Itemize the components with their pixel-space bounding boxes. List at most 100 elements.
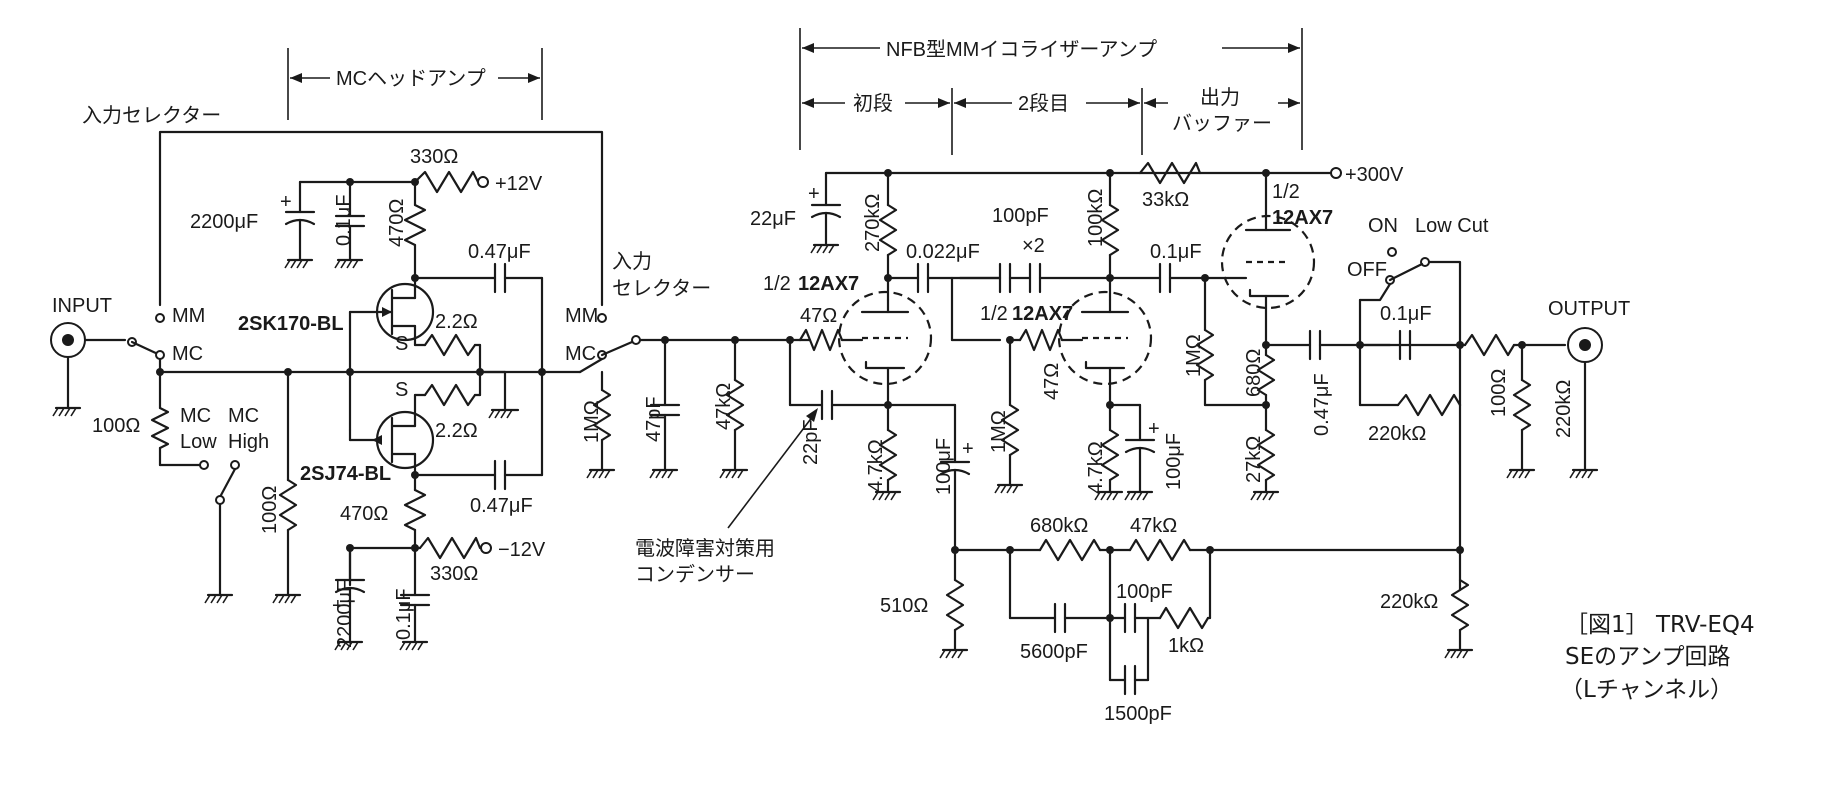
r1m-in-label: 1MΩ xyxy=(581,400,603,443)
r270k-label: 270kΩ xyxy=(862,194,884,252)
output-buffer-label-1: 出力 xyxy=(1200,86,1240,109)
r680k-label: 680kΩ xyxy=(1030,515,1088,537)
r330-bot-label: 330Ω xyxy=(430,563,478,585)
r47-g1-label: 47Ω xyxy=(800,305,837,327)
mid-selector: MM MC 1MΩ 47pF 47kΩ xyxy=(540,305,812,479)
mc-label: MC xyxy=(172,343,203,365)
off-label: OFF xyxy=(1347,259,1387,281)
caption-line3: （Lチャンネル） xyxy=(1560,677,1733,703)
input-selector-top-label: 入力セレクター xyxy=(82,104,221,127)
v1-label-b: 12AX7 xyxy=(798,273,859,295)
r22-top-label: 2.2Ω xyxy=(435,311,478,333)
c047-top-label: 0.47μF xyxy=(468,241,531,263)
first-stage: +300V 33kΩ + 22μF 270kΩ 0.022μF 1/2 12AX… xyxy=(635,161,1404,659)
c2200-bot-label: 2200μF xyxy=(334,580,356,648)
input-label: INPUT xyxy=(52,295,112,317)
pos12v-label: +12V xyxy=(495,173,543,195)
c100p-x2-label: 100pF xyxy=(992,205,1049,227)
output-label: OUTPUT xyxy=(1548,298,1630,320)
output-buffer-label-2: バッファー xyxy=(1172,113,1272,135)
emi-cap-label-2: コンデンサー xyxy=(635,563,755,586)
r47k-in-label: 47kΩ xyxy=(713,383,735,430)
c01-out-label: 0.1μF xyxy=(1380,303,1432,325)
input-section: INPUT MM MC 100Ω MC Low MC High xyxy=(50,295,544,604)
r47-g2-label: 47Ω xyxy=(1041,363,1063,400)
v3-label-a: 1/2 xyxy=(1272,181,1300,203)
s1-label: S xyxy=(395,333,408,355)
c100p-fb-label: 100pF xyxy=(1116,581,1173,603)
r100-gnd-label: 100Ω xyxy=(259,486,281,534)
r1m-g2-label: 1MΩ xyxy=(988,410,1010,453)
input-selector-mid-label-1: 入力 xyxy=(612,250,652,273)
c2200-bot-plus: + xyxy=(332,595,344,617)
r100-input-label: 100Ω xyxy=(92,415,140,437)
input-selector: 入力セレクター 入力 セレクター xyxy=(82,104,711,307)
c22p-label: 22pF xyxy=(800,419,822,465)
c2200-top-label: 2200μF xyxy=(190,211,258,233)
r220k-fb-label: 220kΩ xyxy=(1380,591,1438,613)
s2-label: S xyxy=(395,379,408,401)
mc-low-label-2: Low xyxy=(180,431,217,453)
c01-bot-label: 0.1μF xyxy=(393,588,415,640)
mc2-label: MC xyxy=(565,343,596,365)
emi-cap-label-1: 電波障害対策用 xyxy=(635,537,775,560)
r33k-label: 33kΩ xyxy=(1142,189,1189,211)
r27k-label: 27kΩ xyxy=(1243,436,1265,483)
v2-label-b: 12AX7 xyxy=(1012,303,1073,325)
hv-label: +300V xyxy=(1345,164,1404,186)
r470-bot-label: 470Ω xyxy=(340,503,388,525)
r680-label: 680Ω xyxy=(1243,349,1265,397)
caption-line1: ［図1］ TRV-EQ4 xyxy=(1565,612,1755,638)
c22u-plus: + xyxy=(808,183,820,205)
section-brackets: MCヘッドアンプ NFB型MMイコライザーアンプ 初段 2段目 出力 バッファー xyxy=(287,28,1303,155)
input-selector-mid-label-2: セレクター xyxy=(612,277,711,300)
c01-top-label: 0.1μF xyxy=(333,194,355,246)
v1-label-a: 1/2 xyxy=(763,273,791,295)
c100u-1-label: 100μF xyxy=(933,438,955,495)
r47k-k2-label: 4.7kΩ xyxy=(1085,441,1107,494)
c22u-label: 22μF xyxy=(750,208,796,230)
mm-label: MM xyxy=(172,305,205,327)
r220k-lc-label: 220kΩ xyxy=(1368,423,1426,445)
mc-high-label-1: MC xyxy=(228,405,259,427)
first-stage-label: 初段 xyxy=(853,92,893,115)
c01-mid-label: 0.1μF xyxy=(1150,241,1202,263)
r330-top-label: 330Ω xyxy=(410,146,458,168)
v2-label-a: 1/2 xyxy=(980,303,1008,325)
c5600p-label: 5600pF xyxy=(1020,641,1088,663)
mc-head-amp-label: MCヘッドアンプ xyxy=(336,68,486,90)
second-stage: 100pF ×2 100kΩ 0.1μF 1/2 12AX7 47Ω xyxy=(950,171,1209,501)
mm2-label: MM xyxy=(565,305,598,327)
r100k-label: 100kΩ xyxy=(1085,189,1107,247)
c100u-1-plus: + xyxy=(962,438,974,460)
nfb-eq-amp-label: NFB型MMイコライザーアンプ xyxy=(886,38,1157,61)
c047-bot-label: 0.47μF xyxy=(470,495,533,517)
mc-head-amp: 330Ω +12V + 2200μF 0.1μF 470Ω 2SK170-BL xyxy=(190,146,546,651)
second-stage-label: 2段目 xyxy=(1018,92,1069,115)
on-label: ON xyxy=(1368,215,1398,237)
low-cut-label: Low Cut xyxy=(1415,215,1489,237)
r1m-g3-label: 1MΩ xyxy=(1183,334,1205,377)
r47k-k1-label: 4.7kΩ xyxy=(865,439,887,492)
c1500p-label: 1500pF xyxy=(1104,703,1172,725)
mc-low-label-1: MC xyxy=(180,405,211,427)
mc-high-label-2: High xyxy=(228,431,269,453)
c2200-top-plus: + xyxy=(280,191,292,213)
c47p-label: 47pF xyxy=(643,396,665,442)
r1k-label: 1kΩ xyxy=(1168,635,1204,657)
neg12v-label: −12V xyxy=(498,539,546,561)
r510-label: 510Ω xyxy=(880,595,928,617)
r47k-fb-label: 47kΩ xyxy=(1130,515,1177,537)
r470-top-label: 470Ω xyxy=(386,199,408,247)
q2-label: 2SJ74-BL xyxy=(300,463,391,485)
output-buffer: 1/2 12AX7 1MΩ 680Ω 27kΩ 0.47μF xyxy=(1183,171,1630,659)
c100u-2-plus: + xyxy=(1148,418,1160,440)
figure-caption: ［図1］ TRV-EQ4 SEのアンプ回路 （Lチャンネル） xyxy=(1560,612,1755,703)
c100u-2-label: 100μF xyxy=(1163,433,1185,490)
feedback-network: 680kΩ 47kΩ 5600pF 100pF 1kΩ 1500pF xyxy=(953,515,1462,725)
r220k-out-label: 220kΩ xyxy=(1553,380,1575,438)
r22-bot-label: 2.2Ω xyxy=(435,420,478,442)
caption-line2: SEのアンプ回路 xyxy=(1565,644,1731,670)
x2-label: ×2 xyxy=(1022,235,1045,257)
